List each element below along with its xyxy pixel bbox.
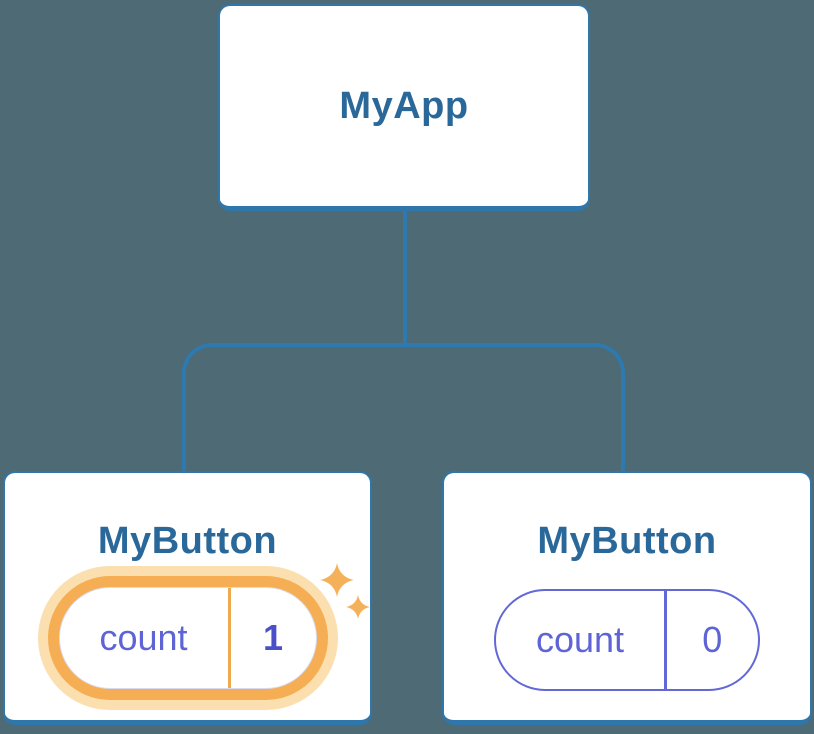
pill-divider xyxy=(227,588,231,688)
sparkle-icon xyxy=(320,563,370,619)
node-myapp: MyApp xyxy=(218,4,590,211)
state-pill-normal: count 0 xyxy=(494,589,760,691)
connector-branch-bracket xyxy=(182,343,625,471)
node-myapp-label: MyApp xyxy=(339,84,469,127)
state-value: 1 xyxy=(262,617,284,658)
node-mybutton-left: MyButton count 1 xyxy=(3,471,372,725)
connector-root-stem xyxy=(403,211,407,345)
node-mybutton-right-label: MyButton xyxy=(537,520,717,562)
state-pill-highlighted: count 1 xyxy=(58,587,317,689)
state-key-label: count xyxy=(535,619,625,660)
state-key-label: count xyxy=(99,617,188,658)
pill-divider xyxy=(664,591,667,689)
node-mybutton-right: MyButton count 0 xyxy=(442,471,812,725)
node-mybutton-left-label: MyButton xyxy=(97,520,278,562)
state-value: 0 xyxy=(702,619,723,660)
